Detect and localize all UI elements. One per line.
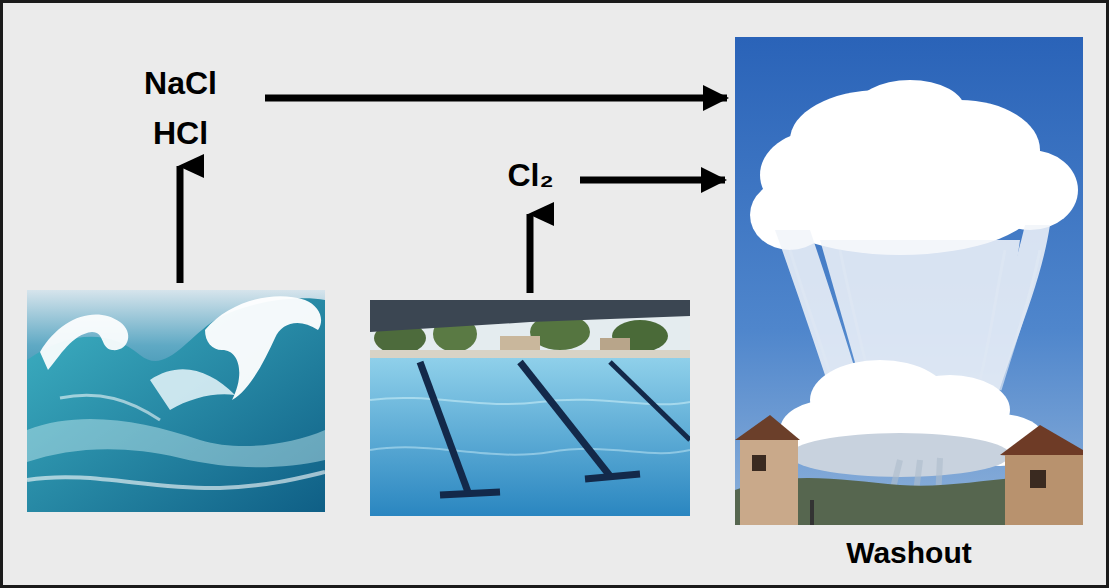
flow-arrow [265, 95, 727, 102]
source-arrows [180, 166, 530, 293]
houses [735, 415, 1083, 525]
ocean-wave-photo [27, 290, 325, 512]
chemical-formula: HCl [140, 108, 221, 158]
storm-cloud-photo [735, 37, 1083, 525]
cloud-node: Washout [735, 37, 1083, 573]
species-label: NaClHCl [140, 58, 221, 158]
ocean-arrow [177, 166, 184, 283]
pool-arrow [527, 214, 534, 293]
swimming-pool-photo [370, 300, 690, 516]
flow-arrow [580, 177, 725, 184]
species-label: Cl₂ [503, 150, 558, 200]
chemical-formula: NaCl [140, 58, 221, 108]
lane-lines [420, 362, 690, 495]
caption-text: Washout [846, 533, 972, 573]
chemical-formula: Cl₂ [503, 150, 558, 200]
